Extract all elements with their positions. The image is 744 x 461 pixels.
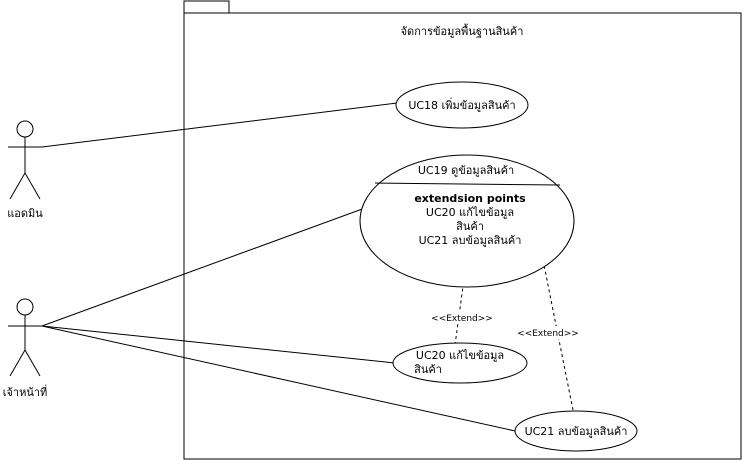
extend-label-bg — [430, 311, 494, 324]
system-title: จัดการข้อมูลพื้นฐานสินค้า — [401, 23, 524, 38]
associations — [41, 102, 516, 432]
actor-staff-label: เจ้าหน้าที่ — [3, 384, 48, 399]
usecase-uc20[interactable]: UC20 แก้ไขข้อมูล สินค้า — [392, 342, 528, 384]
usecase-uc19-shape — [359, 154, 575, 288]
extend-label-uc21: <<Extend>> — [517, 329, 579, 339]
actor-admin-leg-right — [24, 172, 41, 200]
actor-admin-leg-left — [9, 172, 26, 200]
actor-staff[interactable] — [8, 298, 42, 377]
usecase-uc21-label: UC21 ลบข้อมูลสินค้า — [525, 425, 628, 438]
association-staff-uc20 — [41, 325, 396, 364]
usecase-uc21[interactable]: UC21 ลบข้อมูลสินค้า — [514, 410, 638, 452]
actor-admin[interactable] — [8, 120, 42, 200]
association-admin-uc18 — [41, 102, 398, 148]
usecase-uc19-ext-heading: extendsion points — [414, 192, 526, 205]
usecase-uc19[interactable]: UC19 ดูข้อมูลสินค้า extendsion points UC… — [359, 154, 575, 288]
usecase-uc18[interactable]: UC18 เพิ่มข้อมูลสินค้า — [395, 81, 529, 129]
association-staff-uc21 — [41, 325, 516, 432]
extend-label-uc20: <<Extend>> — [431, 314, 493, 324]
actor-admin-head — [16, 120, 34, 138]
actor-staff-head — [16, 298, 34, 316]
actor-staff-leg-right — [24, 349, 41, 377]
extend-label-bg — [516, 326, 580, 339]
usecase-uc19-title: UC19 ดูข้อมูลสินค้า — [418, 164, 514, 177]
system-boundary-tab — [183, 0, 230, 14]
usecase-uc19-ext-line3: UC21 ลบข้อมูลสินค้า — [419, 234, 522, 247]
actor-admin-label: แอดมิน — [7, 207, 43, 220]
usecase-uc20-line2: สินค้า — [414, 363, 442, 376]
usecase-uc19-ext-line1: UC20 แก้ไขข้อมูล — [426, 206, 514, 219]
usecase-uc19-ext-line2: สินค้า — [456, 220, 484, 233]
actor-staff-leg-left — [9, 349, 26, 377]
usecase-uc19-divider — [374, 182, 561, 186]
usecase-uc18-label: UC18 เพิ่มข้อมูลสินค้า — [408, 97, 515, 112]
usecase-uc18-shape — [395, 81, 529, 129]
usecase-uc20-shape — [392, 342, 528, 384]
association-staff-uc19 — [41, 207, 366, 327]
usecase-uc21-shape — [514, 410, 638, 452]
usecase-uc20-line1: UC20 แก้ไขข้อมูล — [416, 349, 504, 362]
